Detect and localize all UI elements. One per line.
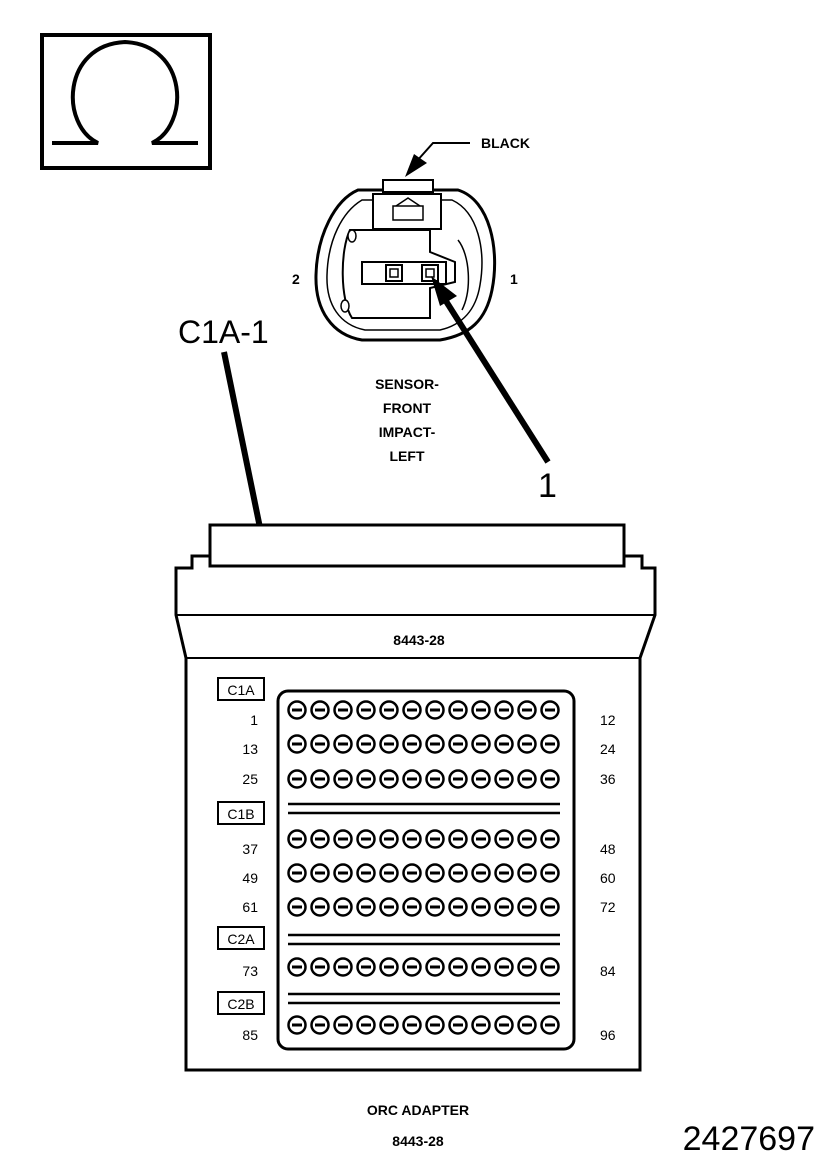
section-label-c1b: C1B (217, 801, 265, 825)
row-start-label: 49 (242, 870, 258, 886)
orc-adapter: 8443-28 C1A C1B C2A C2B 1 12 1 (174, 523, 657, 1072)
row-end-label: 36 (600, 771, 616, 787)
row-end-label: 84 (600, 963, 616, 979)
adapter-pin-callout-label: C1A-1 (178, 314, 269, 350)
row-end-label: 24 (600, 741, 616, 757)
callout-sensor-pin: 1 (431, 276, 557, 505)
sensor-name-line-2: FRONT (383, 400, 432, 416)
pin-1-label: 1 (510, 271, 518, 287)
row-start-label: 13 (242, 741, 258, 757)
caption-part-number: 8443-28 (392, 1133, 444, 1149)
section-separators (288, 802, 560, 1005)
row-end-label: 96 (600, 1027, 616, 1043)
row-start-label: 73 (242, 963, 258, 979)
row-labels: 1 12 13 24 25 36 37 48 49 60 61 72 73 84… (242, 712, 615, 1043)
ohm-symbol (40, 33, 212, 170)
row-end-label: 72 (600, 899, 616, 915)
sensor-name-line-4: LEFT (390, 448, 425, 464)
sensor-name-line-3: IMPACT- (379, 424, 436, 440)
sensor-name: SENSOR- FRONT IMPACT- LEFT (375, 376, 439, 464)
section-label-c1a: C1A (217, 677, 265, 701)
ohm-icon (52, 39, 198, 145)
pin-sockets (287, 700, 560, 1035)
caption-title: ORC ADAPTER (367, 1102, 469, 1118)
row-start-label: 61 (242, 899, 258, 915)
row-start-label: 37 (242, 841, 258, 857)
row-end-label: 48 (600, 841, 616, 857)
sensor-connector: BLACK 2 1 SENSOR- FRONT IMPACT- LEFT (292, 135, 530, 464)
svg-text:C2A: C2A (227, 931, 255, 947)
row-start-label: 1 (250, 712, 258, 728)
section-label-c2b: C2B (217, 991, 265, 1015)
svg-text:C2B: C2B (227, 996, 254, 1012)
sensor-name-line-1: SENSOR- (375, 376, 439, 392)
row-start-label: 85 (242, 1027, 258, 1043)
figure-id: 2427697 (683, 1120, 815, 1158)
adapter-top-label: 8443-28 (393, 632, 445, 648)
row-end-label: 60 (600, 870, 616, 886)
section-label-c2a: C2A (217, 926, 265, 950)
row-start-label: 25 (242, 771, 258, 787)
row-end-label: 12 (600, 712, 616, 728)
svg-text:C1A: C1A (227, 682, 255, 698)
wire-color-label: BLACK (481, 135, 530, 151)
pin-2-label: 2 (292, 271, 300, 287)
svg-text:C1B: C1B (227, 806, 254, 822)
caption: ORC ADAPTER 8443-28 (367, 1102, 469, 1149)
sensor-pin-callout-label: 1 (538, 467, 557, 505)
